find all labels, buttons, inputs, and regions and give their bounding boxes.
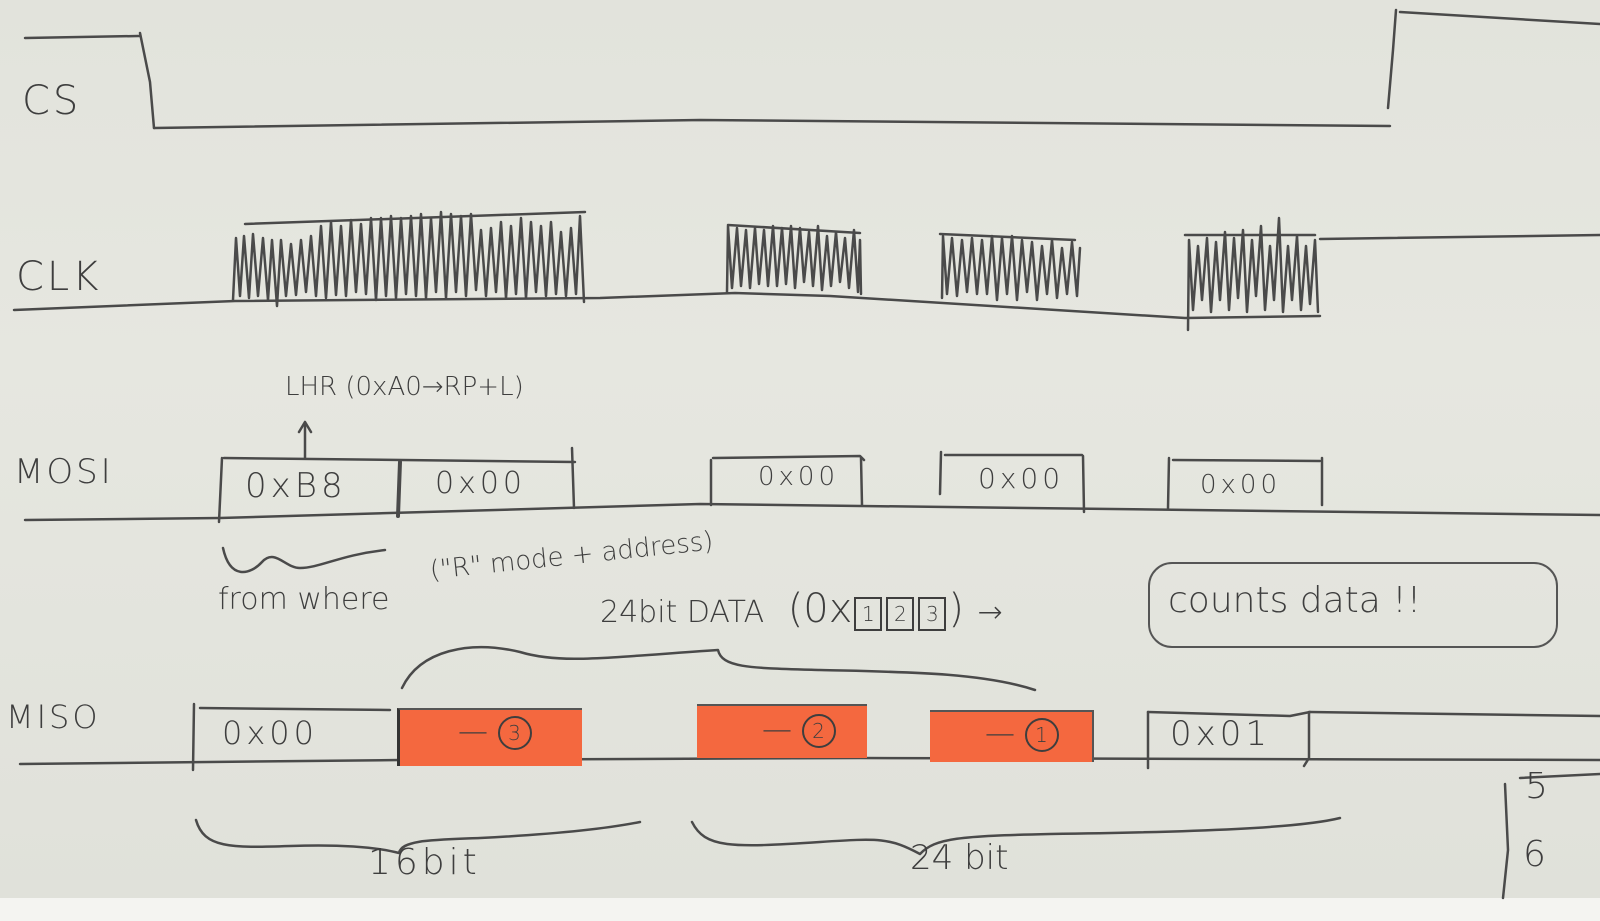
data-box-3: 3 — [918, 596, 947, 631]
marker-2: 2 — [801, 713, 836, 748]
mosi-cell-1: 0xB8 — [245, 466, 347, 506]
table-surface — [0, 898, 1600, 921]
marker-1: 1 — [1024, 717, 1059, 752]
callout-bubble — [1148, 562, 1558, 648]
margin-digit-6: 6 — [1523, 834, 1546, 875]
miso-text-1: 0x00 — [222, 714, 319, 752]
margin-digit-5: 5 — [1525, 766, 1548, 807]
miso-cell-byte2 — [697, 704, 867, 758]
miso-cell-byte3 — [397, 708, 582, 766]
miso-text-5: 0x01 — [1170, 714, 1272, 754]
miso-text-4: — 1 — [985, 716, 1059, 752]
brace-label-24bit: 24 bit — [910, 838, 1009, 878]
marker-3: 3 — [497, 715, 532, 750]
cs-waveform — [23, 8, 1600, 130]
data-note-suffix: ) — [948, 586, 965, 632]
mosi-waveform — [23, 420, 1600, 574]
brace-label-16bit: 16bit — [368, 842, 481, 883]
miso-text-3: — 2 — [762, 712, 836, 748]
clk-waveform — [12, 210, 1600, 332]
brace-16bit — [194, 818, 642, 855]
brace-24bit — [690, 816, 1342, 856]
label-cs: CS — [22, 78, 82, 124]
data-box-1: 1 — [854, 596, 883, 631]
data-box-2: 2 — [886, 596, 915, 631]
label-mosi: MOSI — [14, 452, 114, 492]
miso-waveform — [18, 702, 1600, 772]
callout-counts-data: counts data !! — [1168, 580, 1422, 621]
arrow-icon: → — [977, 595, 1003, 630]
note-from-where: from where — [218, 582, 390, 617]
mosi-register-annotation: LHR (0xA0→RP+L) — [285, 372, 524, 402]
label-clk: CLK — [16, 254, 102, 300]
miso-cell-byte1 — [930, 710, 1094, 762]
upper-data-brace — [400, 646, 1037, 692]
data-note-prefix: (0x — [787, 586, 853, 632]
label-miso: MISO — [6, 698, 101, 736]
miso-text-2: — 3 — [458, 714, 532, 750]
mosi-cell-3: 0x00 — [758, 462, 840, 492]
data-note-label: 24bit DATA — [600, 595, 765, 630]
mosi-cell-2: 0x00 — [435, 466, 527, 501]
mosi-cell-4: 0x00 — [978, 462, 1065, 495]
mosi-cell-5: 0x00 — [1200, 470, 1282, 500]
